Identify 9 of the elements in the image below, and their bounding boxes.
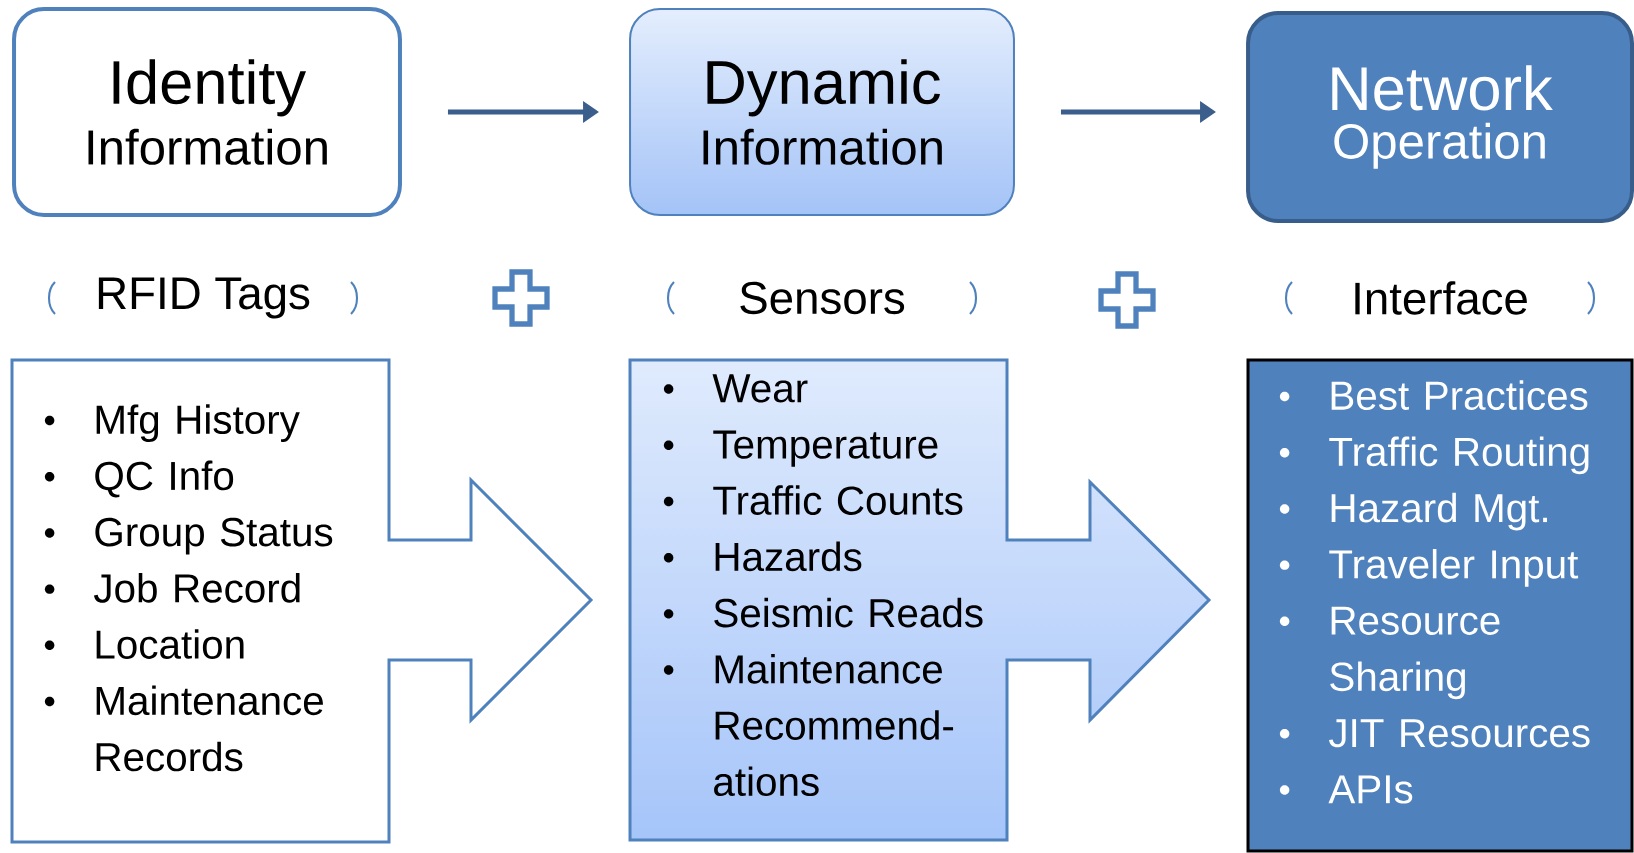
list-box: Wear Temperature Traffic Counts Hazards Seismic Reads Maintenance Recommend-ations xyxy=(628,358,1212,842)
list-box: Best Practices Traffic Routing Hazard Mgt. Traveler Input Resource Sharing JIT Resources APIs xyxy=(1246,358,1634,853)
category-label: Sensors xyxy=(740,281,905,315)
category-label: Interface xyxy=(1355,281,1527,315)
title-box: Identity Information xyxy=(12,7,402,217)
title-box: Dynamic Information xyxy=(629,8,1015,216)
category-label: RFID Tags xyxy=(98,277,310,319)
title-box: Network Operation xyxy=(1246,11,1634,223)
list-box: Mfg History QC Info Group Status Job Record Location Maintenance Records xyxy=(10,358,594,844)
